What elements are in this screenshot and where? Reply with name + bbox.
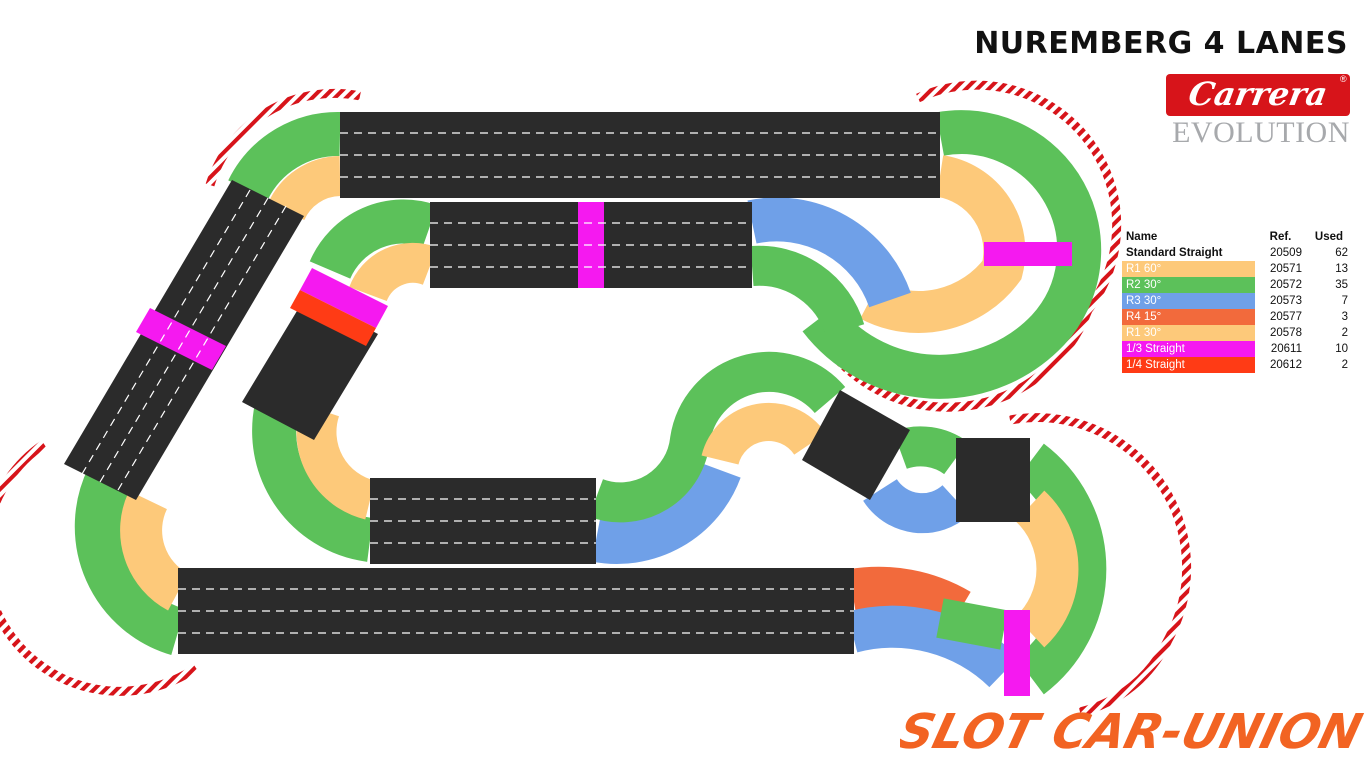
kerb-top-left — [205, 88, 361, 187]
registered-mark: ® — [1340, 74, 1347, 84]
legend-name: R4 15° — [1122, 309, 1256, 325]
legend-used: 10 — [1335, 343, 1348, 355]
legend-row: 1/3 Straight 20611 10 — [1122, 341, 1352, 357]
curve-r1 — [120, 490, 189, 611]
legend-ref: 20573 — [1270, 295, 1302, 307]
curve-r3 — [747, 197, 911, 308]
legend-used: 3 — [1341, 311, 1348, 323]
brand-subtitle: EVOLUTION — [1172, 116, 1350, 149]
legend-name: Standard Straight — [1122, 245, 1256, 261]
curve-r3 — [863, 478, 970, 534]
legend-ref: 20612 — [1270, 359, 1302, 371]
curve-r1 — [349, 242, 438, 303]
legend-row: R4 15° 20577 3 — [1122, 309, 1352, 325]
legend-used: 2 — [1341, 327, 1348, 339]
slotcar-union-logo: SLOT CAR-UNION — [900, 705, 1366, 758]
legend-used: 62 — [1335, 247, 1348, 259]
legend-name: R1 30° — [1122, 325, 1256, 341]
straight-right-small — [956, 438, 1030, 522]
kerb-right — [1009, 413, 1192, 717]
legend-ref: 20577 — [1270, 311, 1302, 323]
page-title: NUREMBERG 4 LANES — [974, 26, 1348, 61]
curve-r2 — [1015, 443, 1107, 695]
curve-r2 — [936, 598, 1008, 650]
curve-r2 — [893, 426, 968, 475]
curve-r2 — [309, 199, 438, 280]
carrera-logo: Carrera — [1166, 74, 1350, 116]
legend-used: 13 — [1335, 263, 1348, 275]
brand-name: Carrera — [1185, 75, 1331, 113]
footer-logo-text: SLOT CAR-UNION — [900, 705, 1366, 758]
quarter-straight — [290, 290, 376, 346]
legend-ref: 20611 — [1270, 343, 1302, 355]
curve-r1 — [1015, 490, 1079, 648]
curve-r3 — [591, 461, 741, 564]
curve-r1 — [701, 403, 826, 466]
legend-ref: 20572 — [1270, 279, 1302, 291]
legend-ref: 20578 — [1270, 327, 1302, 339]
curve-r3 — [846, 605, 1019, 688]
legend-used: 7 — [1341, 295, 1348, 307]
curve-r2 — [589, 351, 846, 523]
short-straight-pieces — [136, 202, 1072, 696]
legend-header-used: Used — [1314, 231, 1344, 243]
legend-name: 1/3 Straight — [1122, 341, 1256, 357]
legend-header: Name Ref. Used — [1122, 229, 1352, 245]
curve-r1 — [296, 403, 376, 520]
third-straight — [984, 242, 1072, 266]
legend-header-ref: Ref. — [1269, 231, 1292, 243]
kerb-top-right — [816, 80, 1122, 412]
legend-name: R2 30° — [1122, 277, 1256, 293]
curve-r1 — [267, 156, 342, 221]
legend-name: R1 60° — [1122, 261, 1256, 277]
third-straight — [300, 268, 388, 328]
curve-r2 — [750, 245, 865, 337]
legend-row: R3 30° 20573 7 — [1122, 293, 1352, 309]
parts-legend: Name Ref. Used Standard Straight 20509 6… — [1122, 229, 1352, 373]
third-straight — [1004, 610, 1030, 696]
lane-markings — [81, 132, 940, 634]
legend-row: R2 30° 20572 35 — [1122, 277, 1352, 293]
curve-pieces — [74, 110, 1107, 695]
straight-mid-diagonal — [802, 390, 910, 500]
legend-ref: 20509 — [1270, 247, 1302, 259]
legend-used: 2 — [1341, 359, 1348, 371]
curve-r2 — [74, 467, 186, 656]
legend-used: 35 — [1335, 279, 1348, 291]
legend-name: 1/4 Straight — [1122, 357, 1256, 373]
legend-header-name: Name — [1126, 231, 1158, 243]
curve-r2 — [802, 110, 1102, 399]
legend-row: R1 60° 20571 13 — [1122, 261, 1352, 277]
legend-row: Standard Straight 20509 62 — [1122, 245, 1352, 261]
third-straight — [136, 308, 226, 370]
kerb-left — [0, 440, 199, 696]
curve-r1 — [860, 155, 1026, 333]
legend-ref: 20571 — [1270, 263, 1302, 275]
curve-r2 — [228, 112, 341, 201]
track-outer-edges — [0, 80, 1192, 717]
legend-row: R1 30° 20578 2 — [1122, 325, 1352, 341]
legend-row: 1/4 Straight 20612 2 — [1122, 357, 1352, 373]
legend-name: R3 30° — [1122, 293, 1256, 309]
